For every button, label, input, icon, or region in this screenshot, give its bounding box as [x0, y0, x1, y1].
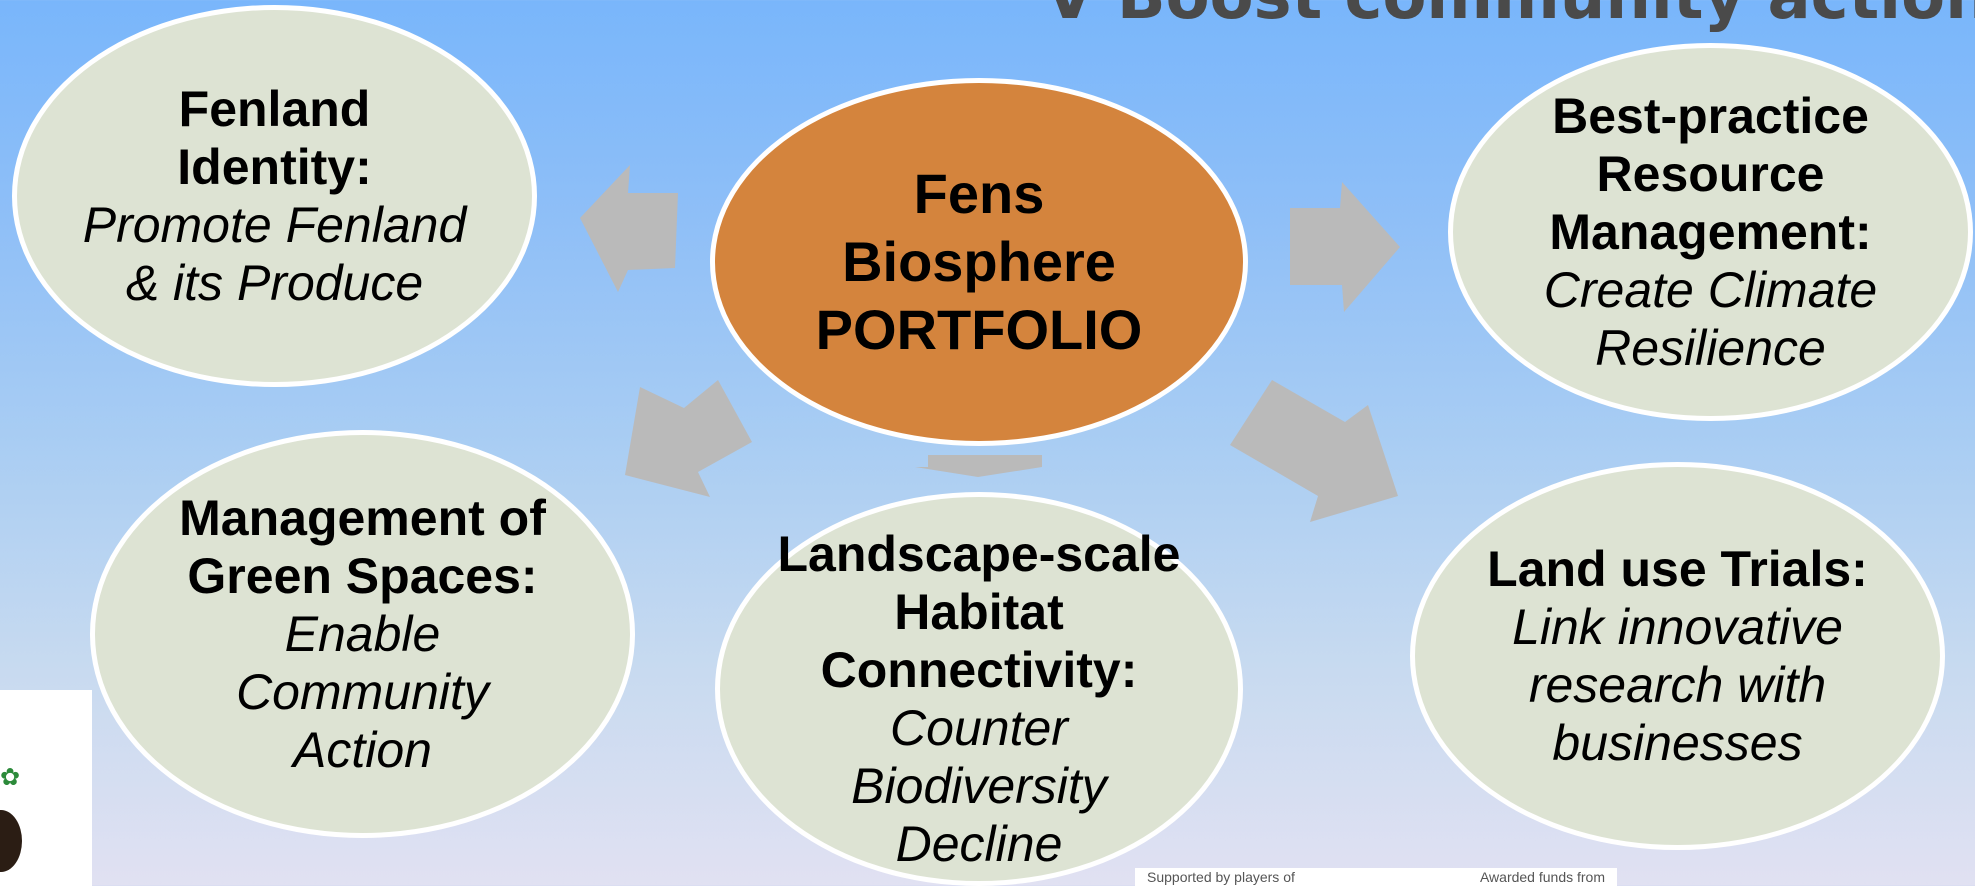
arrow-to-resource-management [1290, 182, 1400, 312]
logo-emblem-icon [0, 810, 22, 872]
center-title-line-3: PORTFOLIO [815, 298, 1143, 361]
banner-title: V Boost community action [1045, 0, 1975, 34]
fenland-identity-node: Fenland Identity: Promote Fenland & its … [12, 5, 537, 387]
green-spaces-node: Management of Green Spaces: Enable Commu… [90, 430, 635, 838]
portfolio-center-node: Fens Biosphere PORTFOLIO [710, 78, 1248, 446]
arrow-to-habitat-connectivity [915, 455, 1042, 477]
center-title-line-1: Fens [913, 162, 1045, 225]
node-text: Land use Trials: Link innovative researc… [1485, 540, 1870, 772]
funder-left-text: Supported by players of [1147, 869, 1295, 885]
arrow-to-land-use-trials [1230, 380, 1398, 522]
node-heading: Fenland Identity: [177, 81, 372, 195]
center-title-line-2: Biosphere [842, 230, 1116, 293]
resource-management-node: Best-practice Resource Management: Creat… [1448, 43, 1973, 421]
land-use-trials-node: Land use Trials: Link innovative researc… [1410, 462, 1945, 850]
funder-logos-strip: Supported by players of Awarded funds fr… [1135, 868, 1617, 886]
arrow-to-fenland-identity [580, 165, 678, 292]
sprig-icon: ✿ [0, 764, 21, 791]
habitat-connectivity-node: Landscape-scale Habitat Connectivity: Co… [715, 492, 1243, 886]
node-description: Enable Community Action [236, 606, 489, 778]
node-description: Counter Biodiversity Decline [851, 700, 1107, 872]
node-heading: Landscape-scale Habitat Connectivity: [777, 526, 1181, 698]
node-heading: Land use Trials: [1487, 541, 1868, 597]
node-description: Create Climate Resilience [1543, 262, 1878, 376]
funder-right-text: Awarded funds from [1479, 869, 1605, 885]
node-heading: Best-practice Resource Management: [1549, 88, 1872, 260]
node-heading: Management of Green Spaces: [179, 490, 546, 604]
arrow-to-green-spaces [625, 380, 752, 497]
node-description: Link innovative research with businesses [1512, 599, 1843, 771]
node-description: Promote Fenland & its Produce [82, 197, 467, 311]
partner-logo: ✿ [0, 690, 92, 886]
